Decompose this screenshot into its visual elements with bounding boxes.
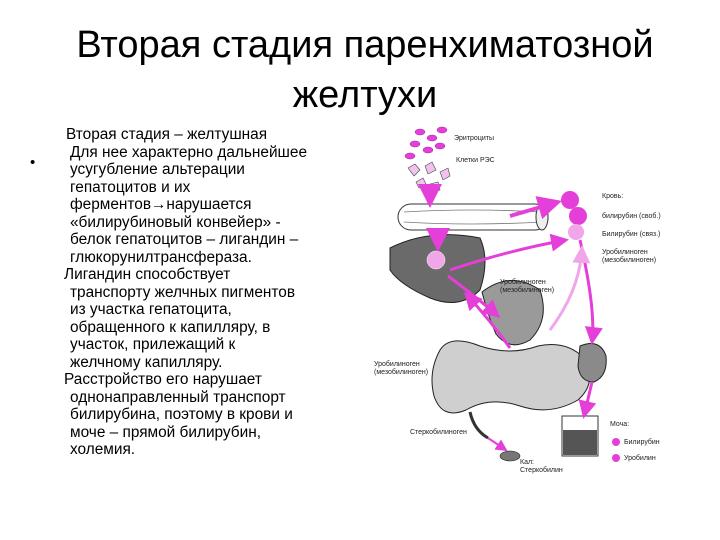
arrow-rectum-to-feces [487,437,508,452]
blood-dot-1 [561,191,579,209]
slide-title: Вторая стадия паренхиматозной желтухи [20,20,710,120]
label-urobilinogen-mid: Уробилиноген [500,278,546,286]
para2-line: участок, прилежащий к [70,336,236,353]
para2-line: из участка гепатоцита, [70,301,232,318]
arrow-vessel-to-blood [509,196,562,220]
erythrocytes-cluster [404,126,448,160]
para3-line: билирубина, поэтому в крови и [70,406,293,423]
arrow-liver-to-blood [449,233,569,272]
blood-vessel [397,203,549,231]
urine-bilirubin-dot [612,438,620,446]
label-stercobilin: Стеркобилин [520,466,563,474]
label-stercobilinogen: Стеркобилиноген [410,428,467,436]
label-urobilinogen-mid-sub: (мезобилиноген) [500,286,554,294]
arrow-kidney-to-urine [578,381,597,419]
title-line-1: Вторая стадия паренхиматозной [76,24,654,66]
urine-urobilin-dot [612,454,620,462]
label-urine-bilirubin: Билирубин [624,438,660,446]
label-urobilin-left: Уробилиноген [374,360,420,368]
feces-sample [499,450,521,462]
arrow-gut-to-liver [463,291,512,349]
title-line-2: желтухи [292,74,438,116]
label-feces: Кал: [520,459,534,466]
label-res-cells: Клетки РЭС [456,157,495,164]
liver-pigment-spot [426,250,446,270]
para2-line: желчному капилляру. [70,353,223,371]
para1-line: ферментов→нарушается [70,196,252,213]
label-blood: Кровь: [602,193,623,200]
para3-line: моче – прямой билирубин, [70,423,261,441]
label-erythrocytes: Эритроциты [454,135,494,142]
res-cells-cluster [407,161,451,193]
bullet-marker: • [30,154,36,171]
urine-beaker [561,415,599,457]
para1-line: усугубление альтерации [70,161,245,178]
label-urobilinogen-top-sub: (мезобилиноген) [602,256,656,264]
para1-line: гепатоцитов и их [70,178,191,196]
para1-line: глюкорунилтрансфераза. [70,248,252,266]
label-bilirubin-bound: Билирубин (связ.) [602,230,660,238]
para2-line: Лигандин способствует [64,266,231,283]
section-heading: Вторая стадия – желтушная [66,126,268,143]
blood-dot-3 [568,224,584,240]
kidney-organ [577,343,607,383]
para1-line: Для нее характерно дальнейшее [70,143,308,161]
arrow-gut-to-blood [548,245,591,331]
label-urine-urobilin: Уробилин [624,454,656,462]
label-urobilinogen-top: Уробилиноген [602,248,648,256]
para2-line: обращенного к капилляру, в [70,318,271,336]
para1-line: белок гепатоцитов – лигандин – [70,231,299,248]
label-bilirubin-free: билирубин (своб.) [602,212,661,220]
intestine-organ [431,340,591,414]
body-text: Вторая стадия – желтушная Для нее характ… [30,126,370,459]
para2-line: транспорту желчных пигментов [70,283,296,301]
para1-line: «билирубиновый конвейер» - [70,213,281,231]
para3-line: однонаправленный транспорт [70,388,286,406]
para3-line: Расстройство его нарушает [64,371,262,388]
label-urobilin-left-sub: (мезобилиноген) [374,368,428,376]
para3-line: холемия. [70,441,136,458]
blood-dot-2 [569,207,587,225]
rectum [468,411,489,440]
bilirubin-metabolism-diagram: Эритроциты Клетки РЭС Кровь: билирубин (… [374,126,661,474]
label-urine: Моча: [610,421,629,428]
